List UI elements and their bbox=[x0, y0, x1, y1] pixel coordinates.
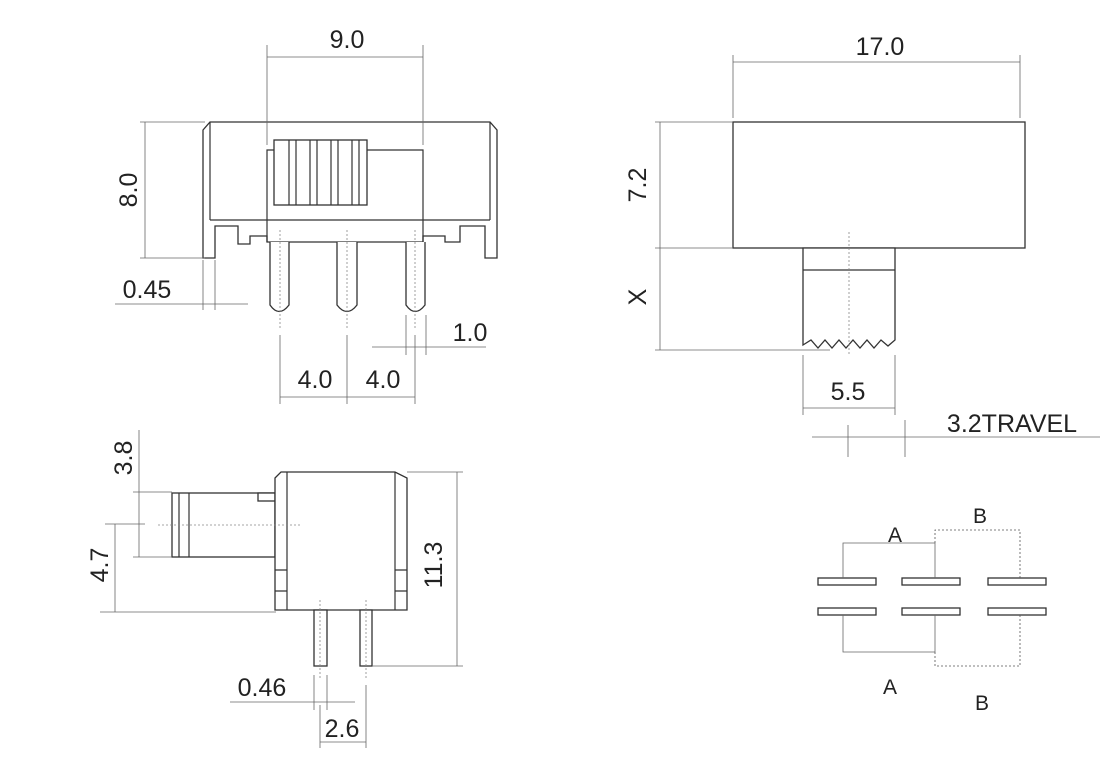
dim-pitch-left: 4.0 bbox=[298, 366, 333, 394]
dim-pitch-right: 4.0 bbox=[366, 366, 401, 394]
side-view: 11.3 3.8 4.7 0.46 2.6 bbox=[86, 430, 463, 748]
dim-travel: 3.2TRAVEL bbox=[947, 410, 1077, 438]
dim-pin-width: 1.0 bbox=[453, 319, 488, 347]
dim-actuator-width: 5.5 bbox=[831, 378, 866, 406]
label-bottom-b: B bbox=[975, 692, 989, 715]
dim-actuator-length: X bbox=[624, 288, 652, 305]
dim-pin-thickness: 0.46 bbox=[238, 674, 287, 702]
top-view: 17.0 7.2 X 5.5 3.2TRAVEL bbox=[624, 33, 1100, 457]
label-top-b: B bbox=[973, 505, 987, 528]
dim-actuator-offset: 4.7 bbox=[86, 548, 114, 583]
dim-pin-spacing: 2.6 bbox=[325, 715, 360, 743]
dim-top-length: 17.0 bbox=[856, 33, 905, 61]
label-bottom-a: A bbox=[883, 676, 897, 699]
front-view: 9.0 8.0 0.45 1.0 4.0 4.0 bbox=[115, 26, 498, 404]
dim-total-height: 11.3 bbox=[420, 542, 448, 589]
dim-top-height: 7.2 bbox=[624, 168, 652, 203]
label-top-a: A bbox=[888, 524, 902, 547]
dim-flange: 0.45 bbox=[123, 276, 172, 304]
circuit-schematic: A B A B bbox=[817, 505, 1047, 715]
dim-actuator-height: 3.8 bbox=[110, 441, 138, 476]
dim-front-height: 8.0 bbox=[115, 173, 143, 208]
dim-front-width: 9.0 bbox=[330, 26, 365, 54]
